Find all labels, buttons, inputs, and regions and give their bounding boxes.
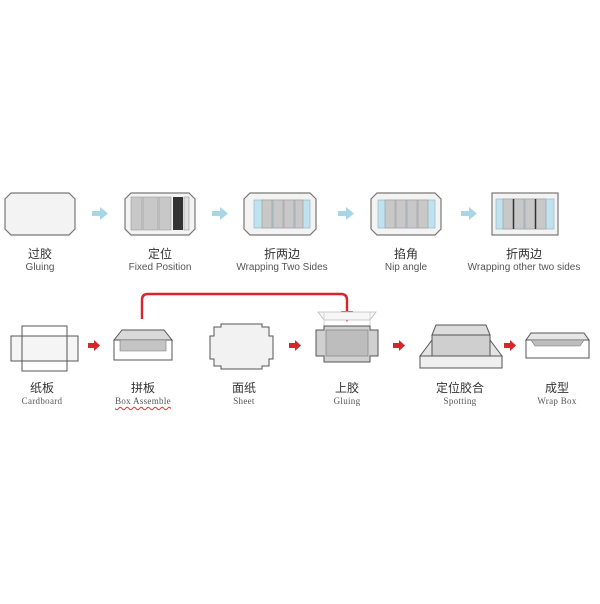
- cardboard-shape: [10, 325, 79, 372]
- step-zh: 定位: [147, 247, 172, 261]
- step-label-fixed-position: 定位 Fixed Position: [129, 245, 192, 273]
- red-arrow-1: [88, 340, 100, 351]
- step-en: Spotting: [443, 396, 477, 406]
- step-en: Fixed Position: [128, 262, 192, 273]
- step-en: Wrapping other two sides: [467, 262, 581, 273]
- step-label-gluing-2: 上胶 Gluing: [334, 379, 361, 406]
- gluing-box-shape: [315, 311, 379, 363]
- step-en: Gluing: [333, 396, 361, 406]
- step-zh: 折两边: [505, 247, 542, 261]
- step-zh: 纸板: [29, 381, 54, 395]
- wrap-box-shape: [525, 332, 590, 359]
- step-label-sheet: 面纸 Sheet: [232, 379, 256, 406]
- step-label-gluing: 过胶 Gluing: [26, 245, 55, 273]
- sheet-shape: [209, 323, 274, 370]
- step-en: Wrap Box: [537, 396, 577, 406]
- wrapping-two-sides-shape: [243, 192, 317, 236]
- step-label-box-assemble: 拼板 Box Assemble: [115, 379, 171, 406]
- step-label-nip-angle: 掐角 Nip angle: [385, 245, 427, 273]
- step-label-cardboard: 纸板 Cardboard: [22, 379, 63, 406]
- box-assemble-shape: [112, 329, 174, 361]
- red-arrow-4: [504, 340, 516, 351]
- red-arrow-2: [289, 340, 301, 351]
- light-arrow-2: [212, 207, 228, 220]
- step-en: Cardboard: [21, 396, 63, 406]
- step-zh: 过胶: [27, 247, 52, 261]
- step-label-wrapping-other-two-sides: 折两边 Wrapping other two sides: [468, 245, 581, 273]
- red-connector-line: [140, 292, 349, 319]
- step-zh: 成型: [544, 381, 569, 395]
- step-en: Wrapping Two Sides: [236, 262, 328, 273]
- step-label-wrap-box: 成型 Wrap Box: [537, 379, 576, 406]
- step-label-wrapping-two-sides: 折两边 Wrapping Two Sides: [236, 245, 327, 273]
- light-arrow-3: [338, 207, 354, 220]
- step-zh: 折两边: [263, 247, 301, 261]
- step-zh: 掐角: [393, 247, 419, 261]
- step-en: Gluing: [25, 262, 55, 273]
- light-arrow-4: [461, 207, 477, 220]
- step-zh: 定位胶合: [435, 381, 485, 395]
- step-en: Sheet: [233, 396, 255, 406]
- spotting-shape: [419, 324, 503, 369]
- wrapping-other-sides-shape: [491, 192, 559, 236]
- step-zh: 面纸: [231, 381, 257, 395]
- light-arrow-1: [92, 207, 108, 220]
- step-zh: 拼板: [130, 381, 156, 395]
- red-arrow-3: [393, 340, 405, 351]
- gluing-sheet-shape: [4, 192, 76, 236]
- step-en: Nip angle: [384, 262, 428, 273]
- step-en: Box Assemble: [115, 396, 171, 406]
- step-zh: 上胶: [334, 381, 359, 395]
- step-label-spotting: 定位胶合 Spotting: [436, 379, 484, 406]
- fixed-position-shape: [124, 192, 196, 236]
- nip-angle-shape: [370, 192, 442, 236]
